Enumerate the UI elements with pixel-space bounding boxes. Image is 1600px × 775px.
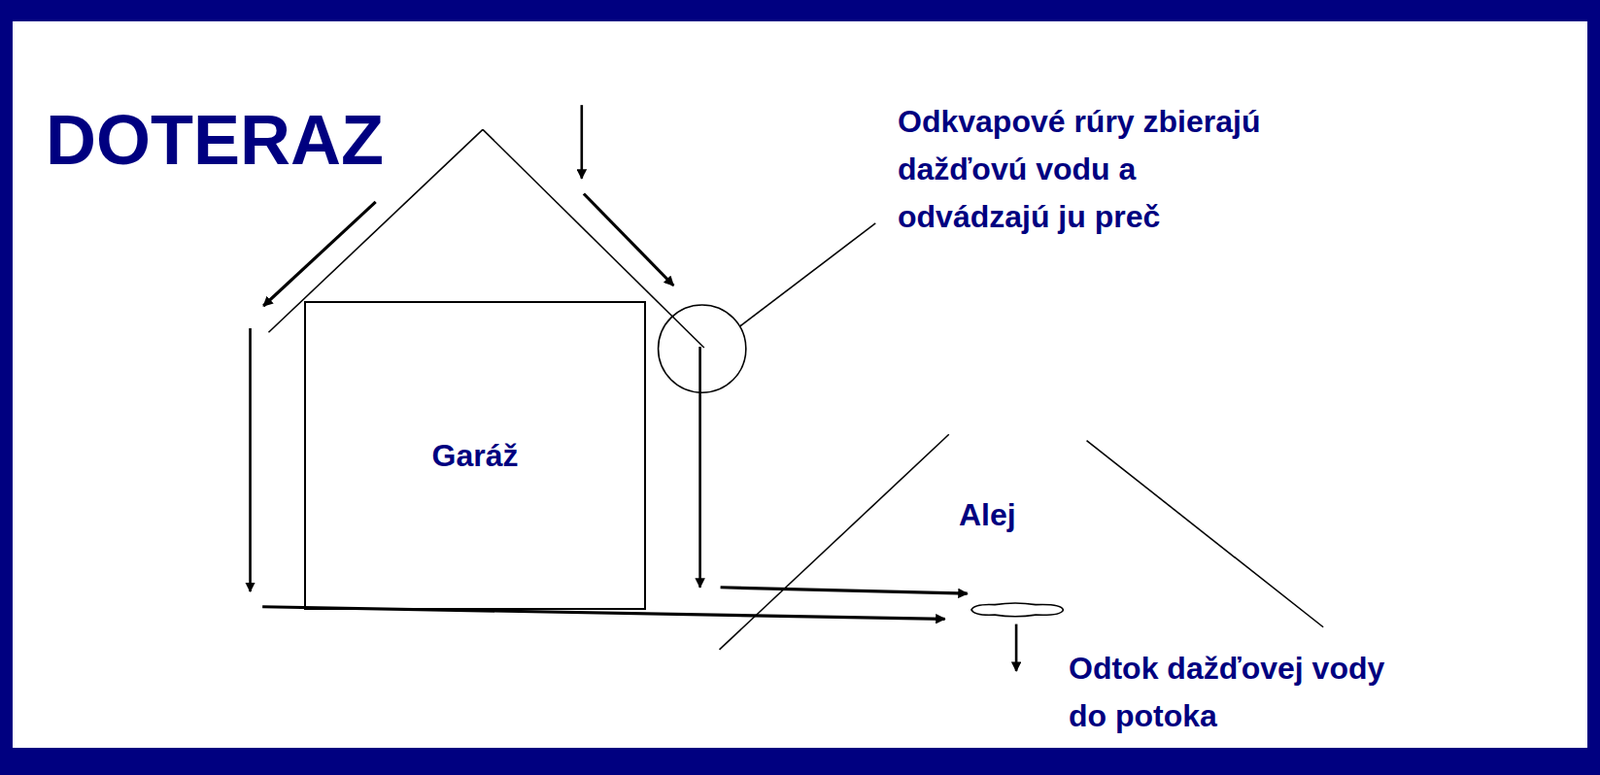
node-label: Garáž	[432, 437, 519, 475]
callout-note: Odkvapové rúry zbierajú dažďovú vodu a o…	[897, 98, 1281, 241]
drain-note: Odtok dažďovej vody do potoka	[1068, 645, 1406, 741]
garage-box: Garáž	[304, 301, 647, 611]
diagram-title: DOTERAZ	[45, 102, 384, 179]
alley-label: Alej	[958, 491, 1017, 540]
